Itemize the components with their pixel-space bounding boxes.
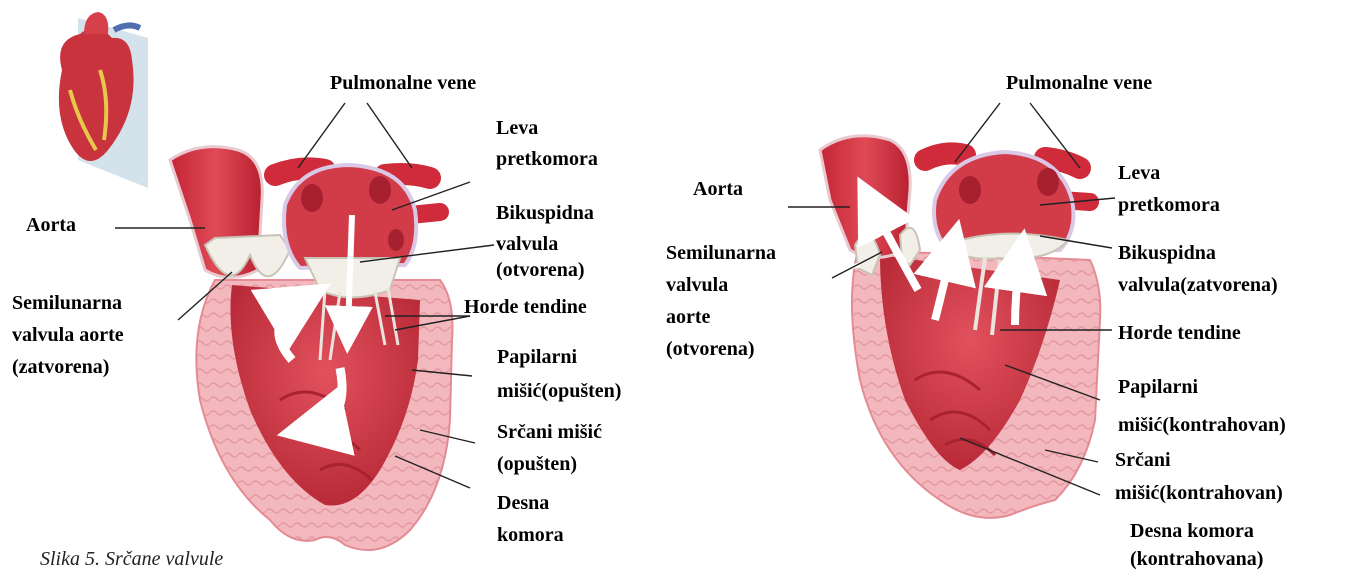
right-heart-illustration [820, 136, 1100, 518]
label-aorte-right: aorte [666, 304, 710, 331]
label-bikuspidna-left: Bikuspidna [496, 200, 594, 227]
label-horde-tendine-right: Horde tendine [1118, 320, 1241, 347]
label-papilarni-right: Papilarni [1118, 374, 1198, 401]
label-valvula-left: valvula [496, 231, 558, 258]
label-opusten-left: (opušten) [497, 451, 577, 478]
thumbnail-heart-icon [59, 12, 148, 188]
label-pulmonalne-vene-right: Pulmonalne vene [1006, 70, 1152, 97]
label-misic-kontrahovan2-right: mišić(kontrahovan) [1115, 480, 1283, 507]
label-leva-right: Leva [1118, 160, 1160, 187]
label-otvorena-left: (otvorena) [496, 257, 585, 284]
label-valvula-right: valvula [666, 272, 728, 299]
label-pulmonalne-vene-left: Pulmonalne vene [330, 70, 476, 97]
label-misic-kontrahovan-right: mišić(kontrahovan) [1118, 412, 1286, 439]
figure-caption: Slika 5. Srčane valvule [40, 548, 223, 571]
label-semilunarna-right: Semilunarna [666, 240, 776, 267]
label-valvula-zatvorena-right: valvula(zatvorena) [1118, 272, 1278, 299]
label-kontrahovana-right: (kontrahovana) [1130, 546, 1263, 573]
label-desna-left: Desna [497, 490, 549, 517]
label-srcani-right: Srčani [1115, 447, 1171, 474]
label-aorta-left: Aorta [26, 212, 76, 239]
left-heart-illustration [170, 147, 453, 550]
label-horde-tendine-left: Horde tendine [464, 294, 587, 321]
label-pretkomora-left: pretkomora [496, 146, 598, 173]
label-bikuspidna-right: Bikuspidna [1118, 240, 1216, 267]
label-semilunarna-left: Semilunarna [12, 290, 122, 317]
label-misic-opusten-left: mišić(opušten) [497, 378, 621, 405]
label-papilarni-left: Papilarni [497, 344, 577, 371]
label-valvula-aorte-left: valvula aorte [12, 322, 124, 349]
label-leva-left: Leva [496, 115, 538, 142]
label-otvorena-right: (otvorena) [666, 336, 755, 363]
label-desna-komora-right: Desna komora [1130, 518, 1254, 545]
label-srcani-misic-left: Srčani mišić [497, 419, 602, 446]
label-zatvorena-left: (zatvorena) [12, 354, 109, 381]
label-aorta-right: Aorta [693, 176, 743, 203]
label-pretkomora-right: pretkomora [1118, 192, 1220, 219]
label-komora-left: komora [497, 522, 564, 549]
